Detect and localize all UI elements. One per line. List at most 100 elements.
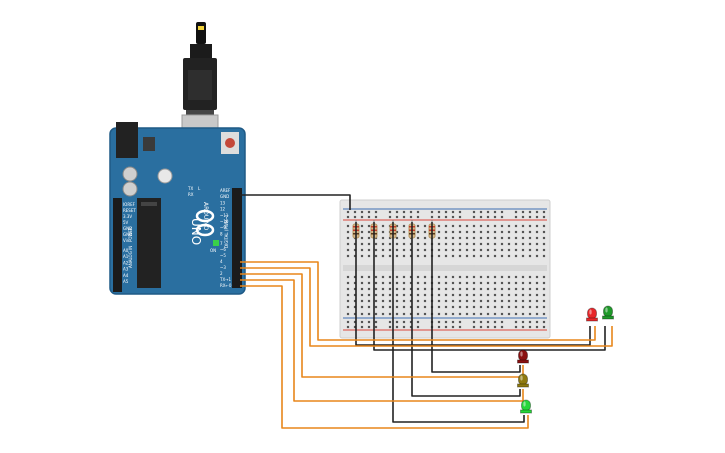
breadboard-hole[interactable] (367, 293, 371, 297)
breadboard-hole[interactable] (472, 281, 476, 285)
breadboard-hole[interactable] (486, 287, 490, 291)
breadboard-hole[interactable] (346, 215, 350, 219)
breadboard-hole[interactable] (437, 325, 441, 329)
breadboard-hole[interactable] (458, 230, 462, 234)
breadboard-hole[interactable] (507, 281, 511, 285)
breadboard-hole[interactable] (423, 242, 427, 246)
breadboard-hole[interactable] (535, 224, 539, 228)
breadboard-hole[interactable] (500, 299, 504, 303)
breadboard-hole[interactable] (381, 312, 385, 316)
breadboard-hole[interactable] (528, 210, 532, 214)
breadboard-hole[interactable] (486, 299, 490, 303)
breadboard-hole[interactable] (507, 293, 511, 297)
breadboard-hole[interactable] (535, 312, 539, 316)
breadboard-hole[interactable] (353, 215, 357, 219)
breadboard-hole[interactable] (346, 281, 350, 285)
breadboard-hole[interactable] (514, 210, 518, 214)
breadboard-hole[interactable] (521, 248, 525, 252)
breadboard-hole[interactable] (542, 293, 546, 297)
breadboard-hole[interactable] (437, 275, 441, 279)
breadboard-hole[interactable] (479, 236, 483, 240)
breadboard-hole[interactable] (416, 254, 420, 258)
breadboard-hole[interactable] (528, 230, 532, 234)
breadboard-hole[interactable] (472, 293, 476, 297)
breadboard-hole[interactable] (542, 215, 546, 219)
breadboard-hole[interactable] (346, 305, 350, 309)
breadboard-hole[interactable] (486, 312, 490, 316)
breadboard-hole[interactable] (437, 320, 441, 324)
breadboard-hole[interactable] (514, 281, 518, 285)
breadboard-hole[interactable] (535, 293, 539, 297)
breadboard-hole[interactable] (479, 320, 483, 324)
breadboard-hole[interactable] (423, 299, 427, 303)
breadboard-hole[interactable] (381, 248, 385, 252)
breadboard-hole[interactable] (402, 299, 406, 303)
breadboard-hole[interactable] (521, 242, 525, 246)
breadboard-hole[interactable] (493, 242, 497, 246)
breadboard-hole[interactable] (374, 275, 378, 279)
breadboard-hole[interactable] (395, 254, 399, 258)
breadboard-hole[interactable] (367, 242, 371, 246)
breadboard-hole[interactable] (423, 281, 427, 285)
breadboard-hole[interactable] (535, 275, 539, 279)
breadboard-hole[interactable] (535, 210, 539, 214)
breadboard-hole[interactable] (486, 305, 490, 309)
breadboard-hole[interactable] (437, 242, 441, 246)
breadboard-hole[interactable] (416, 224, 420, 228)
breadboard-hole[interactable] (409, 293, 413, 297)
breadboard-hole[interactable] (535, 281, 539, 285)
breadboard-hole[interactable] (360, 210, 364, 214)
breadboard-hole[interactable] (444, 230, 448, 234)
breadboard-hole[interactable] (360, 293, 364, 297)
breadboard-hole[interactable] (416, 320, 420, 324)
breadboard-hole[interactable] (381, 293, 385, 297)
breadboard-hole[interactable] (409, 215, 413, 219)
breadboard-hole[interactable] (472, 236, 476, 240)
breadboard-hole[interactable] (374, 312, 378, 316)
led-dark-red[interactable] (517, 349, 529, 364)
breadboard-hole[interactable] (500, 224, 504, 228)
breadboard-hole[interactable] (402, 320, 406, 324)
breadboard-hole[interactable] (388, 299, 392, 303)
breadboard-hole[interactable] (367, 254, 371, 258)
breadboard-hole[interactable] (507, 230, 511, 234)
breadboard-hole[interactable] (423, 254, 427, 258)
breadboard-hole[interactable] (360, 254, 364, 258)
breadboard-hole[interactable] (514, 242, 518, 246)
breadboard-hole[interactable] (493, 287, 497, 291)
breadboard-hole[interactable] (458, 242, 462, 246)
breadboard-hole[interactable] (514, 254, 518, 258)
breadboard-hole[interactable] (374, 305, 378, 309)
breadboard-hole[interactable] (395, 224, 399, 228)
breadboard-hole[interactable] (360, 275, 364, 279)
breadboard-hole[interactable] (486, 230, 490, 234)
breadboard-hole[interactable] (521, 320, 525, 324)
breadboard-hole[interactable] (465, 248, 469, 252)
breadboard-hole[interactable] (514, 305, 518, 309)
breadboard-hole[interactable] (353, 293, 357, 297)
breadboard-hole[interactable] (493, 281, 497, 285)
breadboard-hole[interactable] (395, 293, 399, 297)
breadboard-hole[interactable] (542, 254, 546, 258)
breadboard-hole[interactable] (486, 325, 490, 329)
breadboard-hole[interactable] (451, 248, 455, 252)
breadboard-hole[interactable] (367, 230, 371, 234)
breadboard-hole[interactable] (500, 281, 504, 285)
breadboard-hole[interactable] (367, 215, 371, 219)
breadboard-hole[interactable] (346, 312, 350, 316)
breadboard-hole[interactable] (451, 299, 455, 303)
breadboard-hole[interactable] (528, 242, 532, 246)
breadboard-hole[interactable] (402, 287, 406, 291)
breadboard-hole[interactable] (458, 254, 462, 258)
breadboard-hole[interactable] (479, 299, 483, 303)
breadboard-hole[interactable] (514, 325, 518, 329)
breadboard-hole[interactable] (346, 248, 350, 252)
breadboard-hole[interactable] (521, 215, 525, 219)
breadboard-hole[interactable] (444, 287, 448, 291)
breadboard-hole[interactable] (479, 230, 483, 234)
breadboard-hole[interactable] (479, 287, 483, 291)
breadboard-hole[interactable] (374, 215, 378, 219)
breadboard-hole[interactable] (514, 312, 518, 316)
breadboard-hole[interactable] (500, 248, 504, 252)
breadboard-hole[interactable] (423, 248, 427, 252)
